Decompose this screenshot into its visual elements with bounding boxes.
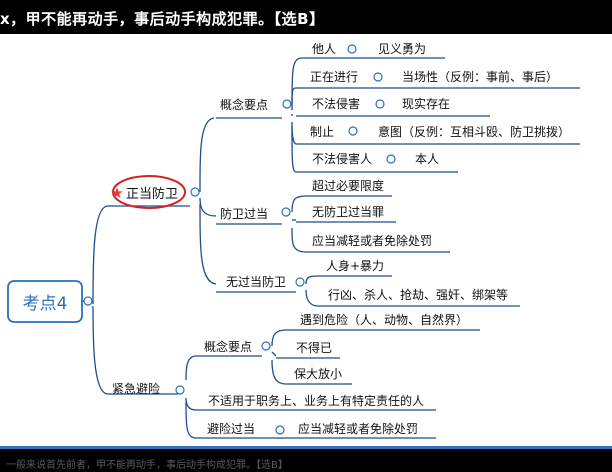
connector-lines bbox=[82, 57, 580, 439]
junction-item4[interactable] bbox=[348, 126, 358, 136]
junction-emergency[interactable] bbox=[175, 385, 185, 395]
junction-dots bbox=[83, 44, 396, 435]
unlimited-item1: 人身+暴力 bbox=[326, 258, 384, 273]
root-node[interactable] bbox=[7, 280, 83, 323]
unlimited-item2: 行凶、杀人、抢劫、强奸、绑架等 bbox=[328, 287, 508, 302]
concept2-item3: 保大放小 bbox=[294, 366, 342, 381]
item5-b: 本人 bbox=[415, 152, 439, 166]
concept1-label: 概念要点 bbox=[220, 97, 268, 112]
excessive2-item: 应当减轻或者免除处罚 bbox=[298, 421, 418, 436]
concept2-item1: 遇到危险（人、动物、自然界） bbox=[300, 312, 468, 327]
excessive1-item2: 无防卫过当罪 bbox=[312, 204, 384, 219]
item2-a: 正在进行 bbox=[310, 70, 358, 84]
root-label: 考点4 bbox=[23, 294, 68, 314]
item4-b: 意图（反例：互相斗殴、防卫挑拨） bbox=[378, 124, 570, 139]
item3-b: 现实存在 bbox=[402, 96, 450, 111]
junction-root[interactable] bbox=[83, 296, 93, 306]
defense-label: 正当防卫 bbox=[126, 186, 178, 202]
item5-a: 不法侵害人 bbox=[312, 151, 372, 166]
item1-b: 见义勇为 bbox=[378, 42, 426, 56]
junction-item1[interactable] bbox=[347, 44, 357, 54]
excessive2-label: 避险过当 bbox=[207, 421, 255, 436]
junction-unlimited[interactable] bbox=[295, 277, 305, 287]
concept2-label: 概念要点 bbox=[204, 339, 252, 354]
banner-text: x，甲不能再动手，事后动手构成犯罪。【选B】 bbox=[0, 10, 325, 28]
junction-item5[interactable] bbox=[386, 154, 396, 164]
excessive1-item3: 应当减轻或者免除处罚 bbox=[312, 233, 432, 248]
junction-item3[interactable] bbox=[375, 99, 385, 109]
bottom-caption: 一般来说首先前者，甲不能再动手，事后动手构成犯罪。【选B】 bbox=[6, 460, 288, 471]
bottom-accent-line bbox=[0, 446, 612, 449]
highlight-circle bbox=[112, 175, 186, 209]
item2-b: 当场性（反例：事前、事后） bbox=[402, 69, 558, 84]
emergency-label: 紧急避险 bbox=[112, 381, 160, 396]
junction-branch2-excessive[interactable] bbox=[275, 425, 285, 435]
not-applicable-text: 不适用于职务上、业务上有特定责任的人 bbox=[208, 393, 424, 408]
excessive1-label: 防卫过当 bbox=[220, 206, 268, 221]
item3-a: 不法侵害 bbox=[312, 96, 360, 111]
unlimited-label: 无过当防卫 bbox=[226, 274, 286, 289]
item4-a: 制止 bbox=[310, 125, 334, 139]
item1-a: 他人 bbox=[312, 42, 336, 56]
mindmap-svg: 考点4 ★ 正当防卫 概念要点 他人 见义勇为 正在进行 当场性（反例：事前、事… bbox=[7, 42, 580, 439]
junction-concept1[interactable] bbox=[282, 99, 292, 109]
bottom-bar: 一般来说首先前者，甲不能再动手，事后动手构成犯罪。【选B】 bbox=[0, 446, 612, 472]
concept2-item2: 不得已 bbox=[296, 340, 332, 355]
junction-excessive[interactable] bbox=[281, 207, 291, 217]
top-banner: x，甲不能再动手，事后动手构成犯罪。【选B】 bbox=[0, 0, 612, 34]
junction-defense[interactable] bbox=[190, 187, 200, 197]
junction-concept2[interactable] bbox=[261, 341, 271, 351]
junction-item2[interactable] bbox=[373, 72, 383, 82]
mindmap-canvas: 考点4 ★ 正当防卫 概念要点 他人 见义勇为 正在进行 当场性（反例：事前、事… bbox=[0, 34, 612, 446]
star-icon: ★ bbox=[110, 184, 123, 202]
excessive1-item1: 超过必要限度 bbox=[312, 178, 384, 193]
